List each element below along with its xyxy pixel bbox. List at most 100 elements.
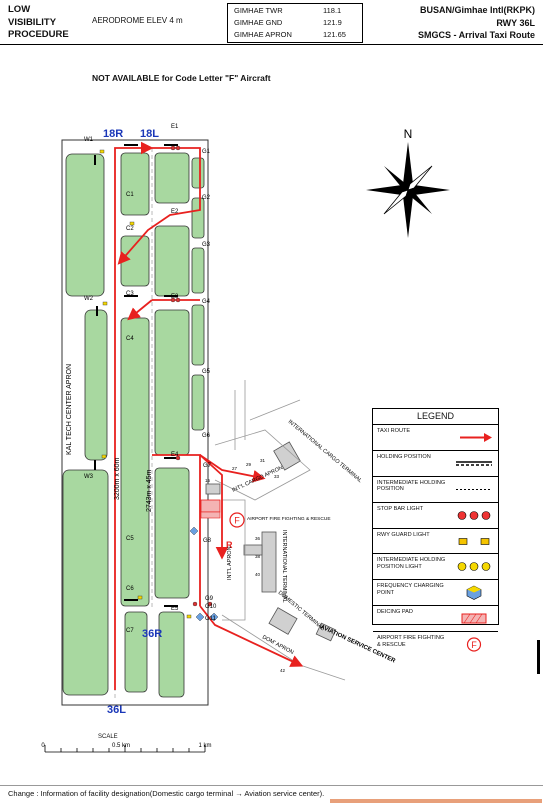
grass-block xyxy=(120,152,150,216)
grass-block xyxy=(191,247,205,294)
route-segment xyxy=(117,147,201,265)
cargo-apron-label: INT'L CARGO APRON xyxy=(231,465,284,494)
route-segment xyxy=(199,454,229,560)
dom-apron-label: DOM' APRON xyxy=(261,634,294,656)
taxiway-e5: E5 xyxy=(171,606,179,612)
taxiway-g5: G5 xyxy=(202,369,211,375)
grass-block xyxy=(191,374,205,431)
kal-apron-label: KAL TECH CENTER APRON xyxy=(66,364,73,455)
grass-block xyxy=(158,611,185,698)
route-segment xyxy=(199,454,266,483)
taxiway-g4: G4 xyxy=(202,299,211,305)
taxiway-g7: G7 xyxy=(203,463,212,469)
runway-dimension-west: 3200m x 60m xyxy=(114,457,121,500)
route-segment xyxy=(199,605,304,667)
legend-label: STOP BAR LIGHT xyxy=(377,505,424,512)
stand-number: 33 xyxy=(274,474,280,479)
legend-item: STOP BAR LIGHT xyxy=(373,503,498,529)
procedure-line: LOW xyxy=(8,4,31,15)
grass-block xyxy=(191,304,205,366)
stand-number: 29 xyxy=(246,462,252,467)
runway-label-18r: 18R xyxy=(103,128,123,140)
side-tab-mark xyxy=(537,640,540,674)
runway-label-36r: 36R xyxy=(142,628,162,640)
legend-item: RWY GUARD LIGHT xyxy=(373,529,498,555)
taxiway-c3: C3 xyxy=(126,291,134,297)
intermediate-lights-icon xyxy=(457,562,491,572)
taxiway-c4: C4 xyxy=(126,336,134,342)
legend-label: AIRPORT FIRE FIGHTING & RESCUE xyxy=(377,635,445,648)
stand-number: 27 xyxy=(232,466,238,471)
svg-text:F: F xyxy=(234,516,240,526)
red-arrow-icon xyxy=(460,433,492,442)
grass-block xyxy=(120,317,150,607)
cargo-terminal-building xyxy=(273,441,301,471)
stand-number: 38 xyxy=(255,554,261,559)
airport-name: BUSAN/Gimhae Intl(RKPK) xyxy=(419,5,535,15)
fire-rescue-legend-icon: F xyxy=(466,637,482,652)
taxiway-e1: E1 xyxy=(171,124,179,130)
intl-pier xyxy=(243,544,263,556)
stand-number: 15 xyxy=(205,478,211,483)
fire-station-building xyxy=(205,483,221,495)
taxiway-e4: E4 xyxy=(171,452,179,458)
frequency-name: GIMHAE TWR xyxy=(234,6,283,15)
scale-title: SCALE xyxy=(98,734,118,740)
taxiway-g11: G11 xyxy=(205,616,217,622)
taxiway-e3: E3 xyxy=(171,294,179,300)
legend-label: INTERMEDIATE HOLDING POSITION LIGHT xyxy=(377,557,446,570)
legend-label: INTERMEDIATE HOLDING POSITION xyxy=(377,479,446,493)
frequency-name: GIMHAE GND xyxy=(234,18,283,27)
grass-block xyxy=(124,611,148,693)
grass-block xyxy=(154,152,190,204)
footer-divider xyxy=(0,785,543,786)
legend-item: INTERMEDIATE HOLDING POSITION LIGHT xyxy=(373,554,498,581)
stand-number: 36 xyxy=(255,536,261,541)
grass-block xyxy=(154,225,190,297)
legend-item: FREQUENCY CHARGING POINT xyxy=(373,580,498,607)
grass-block xyxy=(62,469,109,696)
taxiway-g1: G1 xyxy=(202,149,211,155)
taxiway-w2: W2 xyxy=(84,296,94,302)
legend-item: DEICING PAD xyxy=(373,606,498,633)
taxiway-c1: C1 xyxy=(126,192,134,198)
header-divider xyxy=(0,44,543,45)
stop-bar-lights-icon xyxy=(457,510,491,520)
scale-tick-0: 0 xyxy=(41,743,45,749)
aerodrome-elevation: AERODROME ELEV 4 m xyxy=(92,16,183,25)
notice-text: NOT AVAILABLE for Code Letter "F" Aircra… xyxy=(92,73,271,83)
chart-identification: BUSAN/Gimhae Intl(RKPK) RWY 36L SMGCS - … xyxy=(418,4,535,42)
change-note: Change : Information of facility designa… xyxy=(8,789,325,798)
grass-block xyxy=(154,467,190,599)
legend-label: FREQUENCY CHARGING POINT xyxy=(377,583,444,596)
legend-label: DEICING PAD xyxy=(377,609,413,616)
stand-number: 40 xyxy=(255,572,261,577)
taxiway-c7: C7 xyxy=(126,628,134,634)
aviation-center-building xyxy=(315,622,337,642)
runway-label-18l: 18L xyxy=(140,128,159,140)
holding-positions xyxy=(94,144,178,607)
domestic-terminal-building xyxy=(268,607,298,635)
frequency-table: GIMHAE TWR 118.1 GIMHAE GND 121.9 GIMHAE… xyxy=(227,3,363,43)
legend-label: TAXI ROUTE xyxy=(377,428,411,434)
procedure-line: VISIBILITY xyxy=(8,16,57,28)
scale-tick-half: 0.5 km xyxy=(112,743,130,749)
legend-box: LEGEND TAXI ROUTE HOLDING POSITION INTER… xyxy=(372,408,499,652)
grass-block xyxy=(191,197,205,239)
taxiway-c5: C5 xyxy=(126,536,134,542)
taxiway-g9: G9 xyxy=(205,596,214,602)
runway-label-36l: 36L xyxy=(107,704,126,716)
taxiway-c2: C2 xyxy=(126,226,134,232)
dashed-line-icon xyxy=(456,488,492,490)
intl-terminal-label: INTERNATIONAL TERMINAL xyxy=(281,530,287,603)
grass-block xyxy=(191,157,205,189)
frequency-value: 118.1 xyxy=(323,6,342,15)
runway-dimension-east: 2743m x 45m xyxy=(146,469,153,512)
stand-number: 31 xyxy=(260,458,266,463)
svg-text:F: F xyxy=(471,640,477,650)
taxiway-g3: G3 xyxy=(202,242,211,248)
taxiway-w1: W1 xyxy=(84,137,94,143)
taxiway-g6: G6 xyxy=(202,433,211,439)
route-segment xyxy=(114,141,154,690)
